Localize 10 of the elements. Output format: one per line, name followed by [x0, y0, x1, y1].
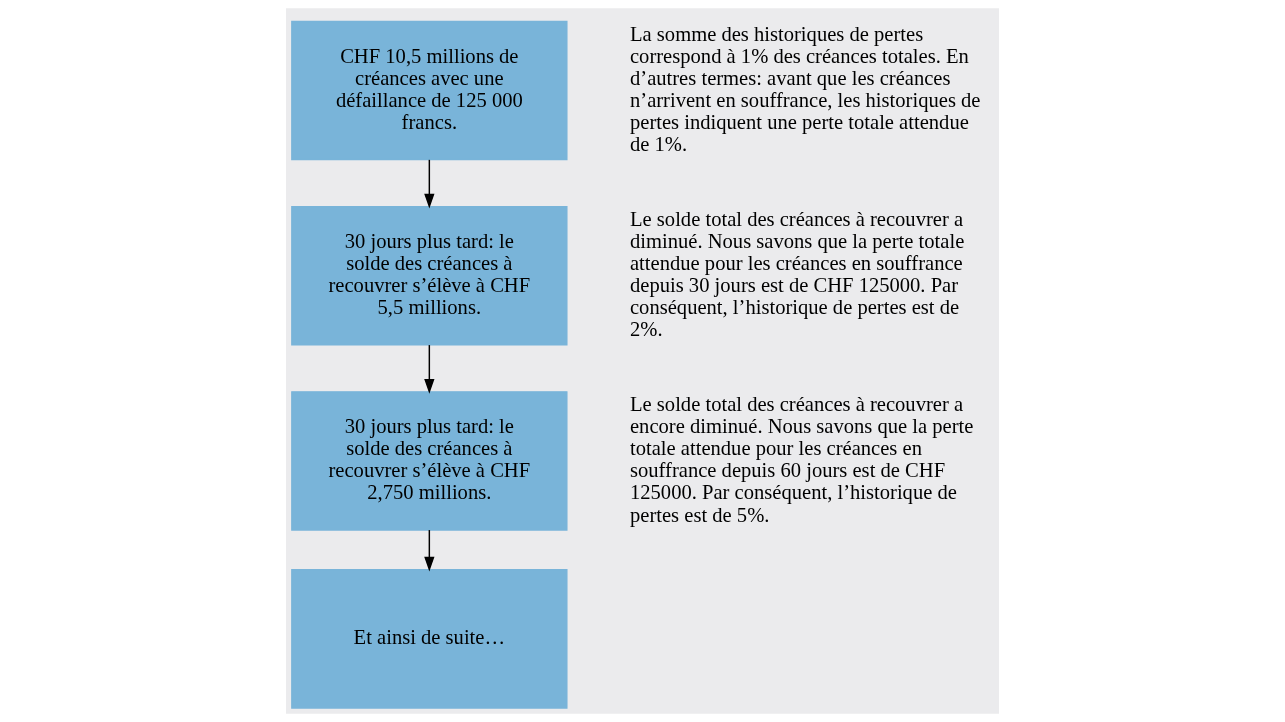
- node-box: CHF 10,5 millions de créances avec une défaillance de 125 000 francs.: [291, 20, 568, 161]
- node-box: Et ainsi de suite…: [291, 569, 568, 709]
- node-label: Le solde total des créances à recouvrer a encore diminué. Nous savons que la perte totale attendue pour les créances en souffrance depuis 60 jours est de CHF 125000. Par conséquent, l’historique de pertes est de 5%.: [630, 393, 974, 526]
- node-box: 30 jours plus tard: le solde des créances à recouvrer s’élève à CHF 2,750 millions.: [291, 391, 568, 531]
- node-label: Le solde total des créances à recouvrer a diminué. Nous savons que la perte totale attendue pour les créances en souffrance depuis 30 jours est de CHF 125000. Par conséquent, l’historique de pertes est de 2%.: [630, 208, 965, 341]
- node-label: La somme des historiques de pertes correspond à 1% des créances totales. En d’autres termes: avant que les créances n’arrivent en souffrance, les historiques de pertes indiquent une perte totale attendue de 1%.: [630, 22, 981, 156]
- arrow: [424, 344, 435, 394]
- node-box: 30 jours plus tard: le solde des créances à recouvrer s’élève à CHF 5,5 millions.: [291, 205, 568, 346]
- arrow: [424, 529, 435, 572]
- arrow: [424, 159, 435, 209]
